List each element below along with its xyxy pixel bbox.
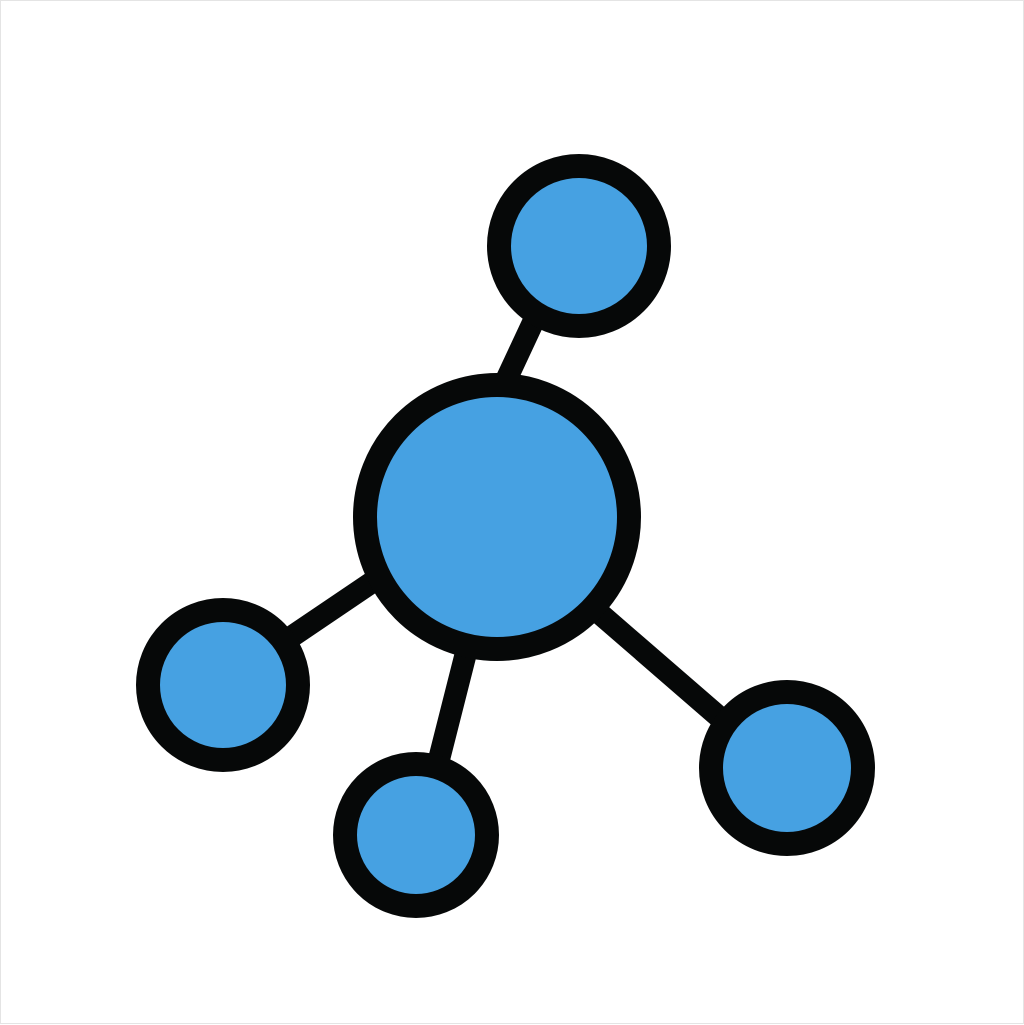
- satellite-node-right: [699, 680, 875, 856]
- hub-node: [353, 373, 641, 661]
- connector-line-right: [580, 595, 752, 747]
- satellite-node-bottom: [333, 752, 499, 918]
- satellite-node-top: [487, 154, 671, 338]
- satellite-node-left: [136, 598, 310, 772]
